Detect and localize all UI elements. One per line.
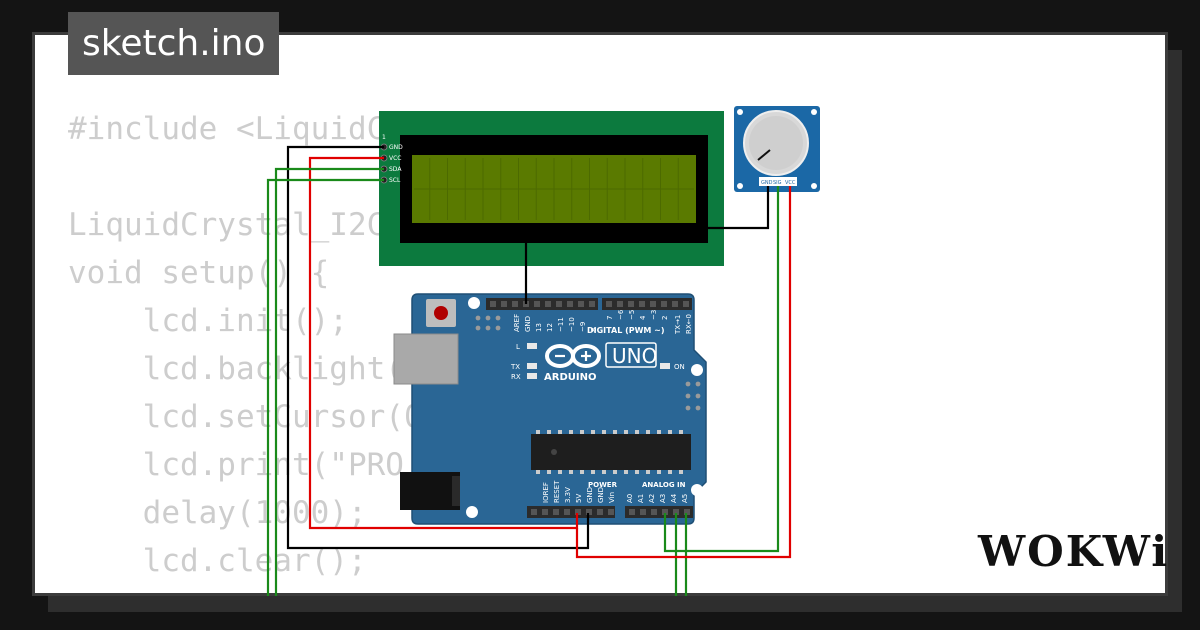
analog-header-label: ANALOG IN <box>642 481 686 489</box>
code-line: lcd.backlight(); <box>68 351 442 387</box>
power-pin-label-gnd2: GND <box>597 487 605 503</box>
code-line: lcd.init(); <box>68 303 348 339</box>
power-pin-label-3v3: 3.3V <box>564 487 572 503</box>
code-line: void setup() { <box>68 255 330 291</box>
pin-label-3: ~3 <box>650 310 658 320</box>
power-pin-label-gnd1: GND <box>586 487 594 503</box>
led-label-l: L <box>516 343 520 351</box>
wokwi-logo: WOKWi <box>978 527 1170 576</box>
board-model: UNO <box>612 344 657 368</box>
wire-lcd-gnd[interactable] <box>286 145 590 550</box>
digital-header-right <box>602 298 692 310</box>
power-pin-label-vin: Vin <box>608 492 616 503</box>
pin-label-11: ~11 <box>557 317 565 332</box>
wires[interactable] <box>266 145 792 596</box>
pin-label-8: 8 <box>590 328 598 332</box>
code-line: delay(1000); <box>68 495 367 531</box>
sketch-filename: sketch.ino <box>68 12 280 75</box>
wire-pot-gnd[interactable] <box>708 186 770 230</box>
power-header <box>527 506 615 518</box>
pin-label-5: ~5 <box>628 310 636 320</box>
pin-label-gnd: GND <box>524 316 532 332</box>
led-tx <box>527 363 537 369</box>
lcd-display[interactable]: 1 GND VCC SDA SCL <box>379 111 724 266</box>
analog-header <box>625 506 693 518</box>
lcd-pin-label-1: 1 <box>382 134 386 141</box>
arduino-logo-icon <box>545 344 601 368</box>
power-jack <box>400 472 460 510</box>
wire-lcd-vcc[interactable] <box>308 156 579 530</box>
power-header-label: POWER <box>588 481 618 489</box>
pin-label-7: 7 <box>606 316 614 320</box>
pin-label-13: 13 <box>535 323 543 332</box>
analog-pin-label-a3: A3 <box>659 494 667 503</box>
code-line: } <box>68 585 684 593</box>
potentiometer[interactable]: GND SIG VCC <box>734 106 820 192</box>
power-pin-label-ioref: IOREF <box>542 482 550 503</box>
led-rx <box>527 373 537 379</box>
led-on <box>660 363 670 369</box>
wire-lcd-scl[interactable] <box>266 178 384 596</box>
analog-pin-label-a2: A2 <box>648 494 656 503</box>
pin-label-4: 4 <box>639 315 647 320</box>
pot-pin-label-sig: SIG <box>773 180 782 186</box>
pin-label-9: ~9 <box>579 322 587 332</box>
microcontroller-chip <box>531 434 691 470</box>
lcd-pin-label-sda: SDA <box>389 166 402 173</box>
led-label-rx: RX <box>511 373 521 381</box>
wire-pot-vcc[interactable] <box>575 186 792 559</box>
analog-pin-label-a5: A5 <box>681 494 689 503</box>
power-pin-label-reset: RESET <box>553 480 561 503</box>
analog-pin-label-a4: A4 <box>670 493 678 503</box>
pin-label-6: ~6 <box>617 309 625 320</box>
lcd-pin-label-scl: SCL <box>389 177 401 184</box>
wire-pot-sig[interactable] <box>663 186 780 553</box>
usb-connector <box>393 333 459 385</box>
analog-pin-label-a1: A1 <box>637 494 645 503</box>
arduino-uno[interactable]: AREF GND 13 12 ~11 ~10 ~9 8 7 ~6 ~5 4 ~3… <box>393 293 707 525</box>
pin-label-aref: AREF <box>513 314 521 332</box>
pin-label-2: 2 <box>661 316 669 320</box>
board-brand: ARDUINO <box>544 372 596 383</box>
code-line: lcd.print("PRO <box>68 447 404 483</box>
digital-header-label: DIGITAL (PWM ~) <box>587 326 665 335</box>
pot-pin-label-vcc: VCC <box>785 180 796 186</box>
pin-label-10: ~10 <box>568 317 576 332</box>
lcd-pin-label-gnd: GND <box>389 144 403 151</box>
pin-label-rx0: RX←0 <box>685 314 693 334</box>
knob-indicator <box>757 149 771 161</box>
analog-pin-label-a0: A0 <box>626 494 634 503</box>
pin-label-12: 12 <box>546 323 554 332</box>
led-l <box>527 343 537 349</box>
led-label-tx: TX <box>510 363 520 371</box>
lcd-pin-label-vcc: VCC <box>389 155 401 162</box>
on-label: ON <box>674 363 685 371</box>
power-pin-label-5v: 5V <box>575 494 583 503</box>
pin-label-tx1: TX→1 <box>674 315 682 335</box>
pot-pin-label-gnd: GND <box>761 180 773 186</box>
wire-lcd-sda[interactable] <box>274 167 384 596</box>
